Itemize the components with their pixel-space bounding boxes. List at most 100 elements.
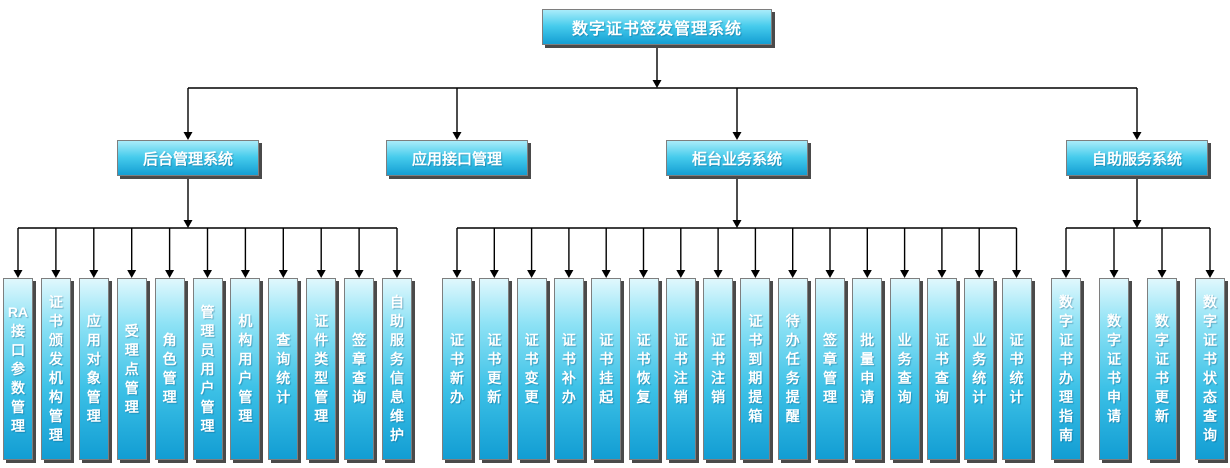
node-label-char: 期 [748,370,763,386]
node-label-char: 户 [200,379,215,396]
node-label-char: 查 [276,332,291,348]
node-label-char: 询 [934,389,949,405]
node-label-char: 理 [86,408,101,424]
node-label-char: 起 [599,389,614,405]
node-label-char: 息 [390,389,404,405]
node-label-char: 信 [390,370,404,386]
node-label-char: 应 [86,313,101,329]
function-node-2-7: 证书注销 [703,278,734,460]
node-label-char: 签 [352,332,367,348]
node-label-char: 证 [1203,332,1217,348]
node-label-char: 护 [390,427,404,443]
node-label-char: 指 [1059,408,1073,424]
arrowhead-down-icon [713,270,723,278]
node-label-char: 更 [524,389,539,405]
node-label-char: 待 [785,313,800,329]
node-label-char: 象 [86,370,101,386]
arrowhead-down-icon [639,270,648,278]
node-label-char: 书 [524,351,539,367]
node-label-char: 助 [390,313,404,329]
node-label-char: 书 [636,351,651,367]
node-label-char: 状 [1203,370,1217,386]
node-label-char: 理 [314,408,329,424]
arrowhead-down-icon [51,270,61,278]
node-label-char: 量 [860,351,875,367]
node-label-char: 管 [86,389,101,405]
arrowhead-down-icon [862,270,872,278]
function-node-2-11: 批量申请 [852,278,883,460]
node-label-char: 件 [314,332,329,348]
function-node-0-2: 应用对象管理 [78,278,109,460]
node-label-char: 书 [1059,351,1073,367]
node-label-char: 计 [972,389,987,405]
node-label-char: 户 [238,370,253,386]
arrowhead-down-icon [1132,220,1142,228]
subsystem-node-2: 柜台业务系统 [666,140,808,176]
node-label-char: 任 [785,351,800,367]
node-label-char: 到 [748,351,763,367]
node-label-char: 管 [11,398,25,415]
node-label-char: 签 [823,332,837,348]
node-label-char: 箱 [748,408,763,424]
node-label-char: 点 [124,360,139,377]
node-label-char: 更 [487,370,502,386]
node-label-char: 型 [314,370,329,386]
arrowhead-down-icon [900,270,910,278]
node-label-char: 办 [561,389,576,405]
node-label-char: 查 [897,370,912,386]
node-label-char: 服 [390,332,404,348]
node-label-char: 证 [673,332,688,348]
function-node-0-8: 证件类型管理 [306,278,337,460]
node-label-char: 证 [748,313,763,329]
function-node-2-5: 证书恢复 [628,278,659,460]
node-label-char: 自 [390,294,404,310]
node-label-char: 章 [352,351,367,367]
node-label-char: 批 [860,332,875,348]
node-label-char: 数 [1059,294,1073,310]
function-node-0-4: 角色管理 [154,278,185,460]
node-label-char: 构 [238,332,253,348]
node-label-char: 书 [711,351,726,367]
node-label-char: 查 [352,370,367,386]
node-label-char: 书 [1107,370,1121,386]
arrowhead-down-icon [652,80,662,88]
node-label-char: 变 [524,370,539,386]
node-label-char: 业 [972,332,987,348]
node-label-char: 复 [636,389,651,405]
arrowhead-down-icon [489,270,499,278]
arrowhead-down-icon [452,270,462,278]
arrowhead-down-icon [676,270,686,278]
node-label-char: 数 [1107,313,1121,329]
node-label-char: 书 [561,351,576,367]
function-node-2-12: 业务查询 [889,278,920,460]
subsystem-label: 柜台业务系统 [691,150,782,168]
function-node-0-3: 受理点管理 [116,278,147,460]
function-node-3-1: 数字证书申请 [1099,278,1129,460]
node-label-char: 用 [238,351,253,367]
node-label-char: 醒 [785,408,800,424]
node-label-char: 书 [487,351,502,367]
function-node-2-2: 证书变更 [516,278,547,460]
arrowhead-down-icon [732,220,742,228]
function-node-2-8: 证书到期提箱 [740,278,771,460]
node-label-char: 询 [897,389,912,405]
function-node-2-13: 证书查询 [926,278,957,460]
node-label-char: 证 [450,332,464,348]
node-label-char: 字 [1203,313,1217,329]
node-label-char: 管 [314,389,329,405]
arrowhead-down-icon [601,270,611,278]
function-node-0-5: 管理员用户管理 [192,278,223,460]
node-label-char: 理 [200,322,215,339]
node-label-char: 数 [11,379,25,396]
node-label-char: 证 [487,332,502,348]
arrowhead-down-icon [788,270,798,278]
node-label-char: 管 [162,370,177,386]
node-label-char: 申 [860,370,875,386]
arrowhead-down-icon [1109,270,1119,278]
node-label-char: 证 [524,332,539,348]
node-label-char: 字 [1059,313,1073,329]
arrowhead-down-icon [203,270,212,278]
node-label-char: 询 [276,351,291,367]
node-label-char: 颁 [48,332,63,348]
